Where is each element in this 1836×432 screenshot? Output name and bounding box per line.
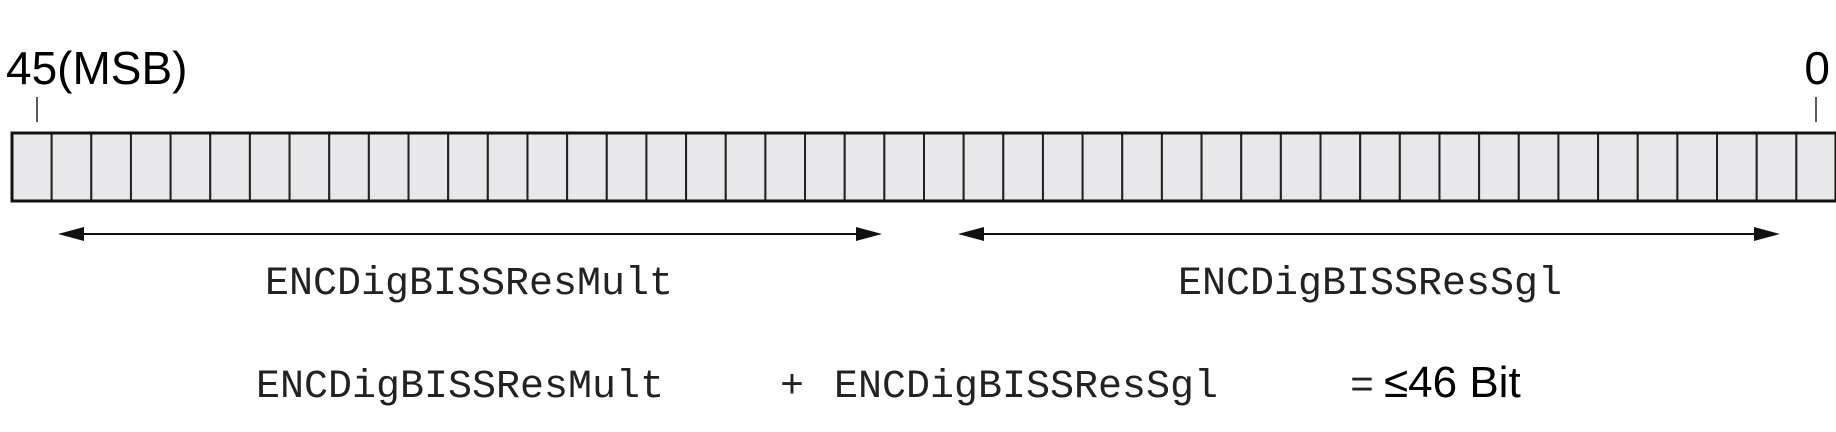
lsb-label: 0: [1804, 42, 1830, 94]
bit-cell: [1557, 132, 1600, 202]
bit-cell: [1240, 132, 1282, 202]
bit-cell: [1319, 132, 1362, 202]
bit-cell: [1398, 132, 1441, 202]
bit-cell: [804, 132, 846, 202]
bit-cell: [1676, 132, 1719, 202]
register-outline: [10, 131, 1836, 203]
bit-cell: [526, 132, 569, 202]
bit-cell: [962, 132, 1005, 202]
bit-cell: [11, 132, 53, 202]
bit-cell: [843, 132, 886, 202]
mult-range-arrow: [58, 227, 882, 241]
bit-cell: [209, 132, 251, 202]
bit-cell: [1002, 132, 1044, 202]
sgl-range-arrow: [958, 227, 1780, 241]
arrow-right-head-icon: [1754, 227, 1780, 241]
bit-cell: [169, 132, 212, 202]
bit-cell: [883, 132, 925, 202]
mult-field-label: ENCDigBISSResMult: [265, 262, 673, 307]
bit-cell: [724, 132, 767, 202]
msb-label: 45(MSB): [6, 42, 187, 94]
bit-cell: [1438, 132, 1481, 202]
bit-cell: [764, 132, 807, 202]
equation: ENCDigBISSResMult + ENCDigBISSResSgl = ≤…: [256, 358, 1521, 410]
sgl-field-label: ENCDigBISSResSgl: [1178, 262, 1562, 307]
bit-cell: [1041, 132, 1084, 202]
bit-cell: [1279, 132, 1322, 202]
bit-cell: [407, 132, 450, 202]
equation-right: ENCDigBISSResSgl: [834, 365, 1218, 410]
bit-cell: [1597, 132, 1639, 202]
bit-cell: [447, 132, 489, 202]
bit-cell: [923, 132, 965, 202]
bit-cell: [328, 132, 370, 202]
bit-cell: [645, 132, 688, 202]
bit-cells: [11, 132, 1836, 202]
equation-plus: +: [780, 365, 804, 410]
bit-cell: [605, 132, 648, 202]
bit-cell: [1200, 132, 1243, 202]
bit-cell: [486, 132, 529, 202]
arrow-left-head-icon: [958, 227, 984, 241]
bit-cell: [248, 132, 291, 202]
bit-cell: [1478, 132, 1520, 202]
bit-cell: [685, 132, 727, 202]
bit-cell: [1081, 132, 1124, 202]
arrow-right-head-icon: [856, 227, 882, 241]
bit-cell: [50, 132, 93, 202]
bit-cell: [1636, 132, 1679, 202]
bit-cell: [367, 132, 410, 202]
bit-cell: [1755, 132, 1798, 202]
bit-cell: [1716, 132, 1758, 202]
equation-result: ≤46 Bit: [1384, 358, 1521, 407]
bit-cell: [1160, 132, 1203, 202]
bit-cell: [566, 132, 608, 202]
bit-cell: [1359, 132, 1401, 202]
equation-left: ENCDigBISSResMult: [256, 365, 664, 410]
equation-equals: =: [1350, 365, 1374, 410]
bit-cell: [90, 132, 132, 202]
bit-cell: [1795, 132, 1836, 202]
bit-cell: [1121, 132, 1163, 202]
bit-cell: [288, 132, 331, 202]
bit-cell: [1517, 132, 1560, 202]
arrow-left-head-icon: [58, 227, 84, 241]
bit-cell: [129, 132, 172, 202]
